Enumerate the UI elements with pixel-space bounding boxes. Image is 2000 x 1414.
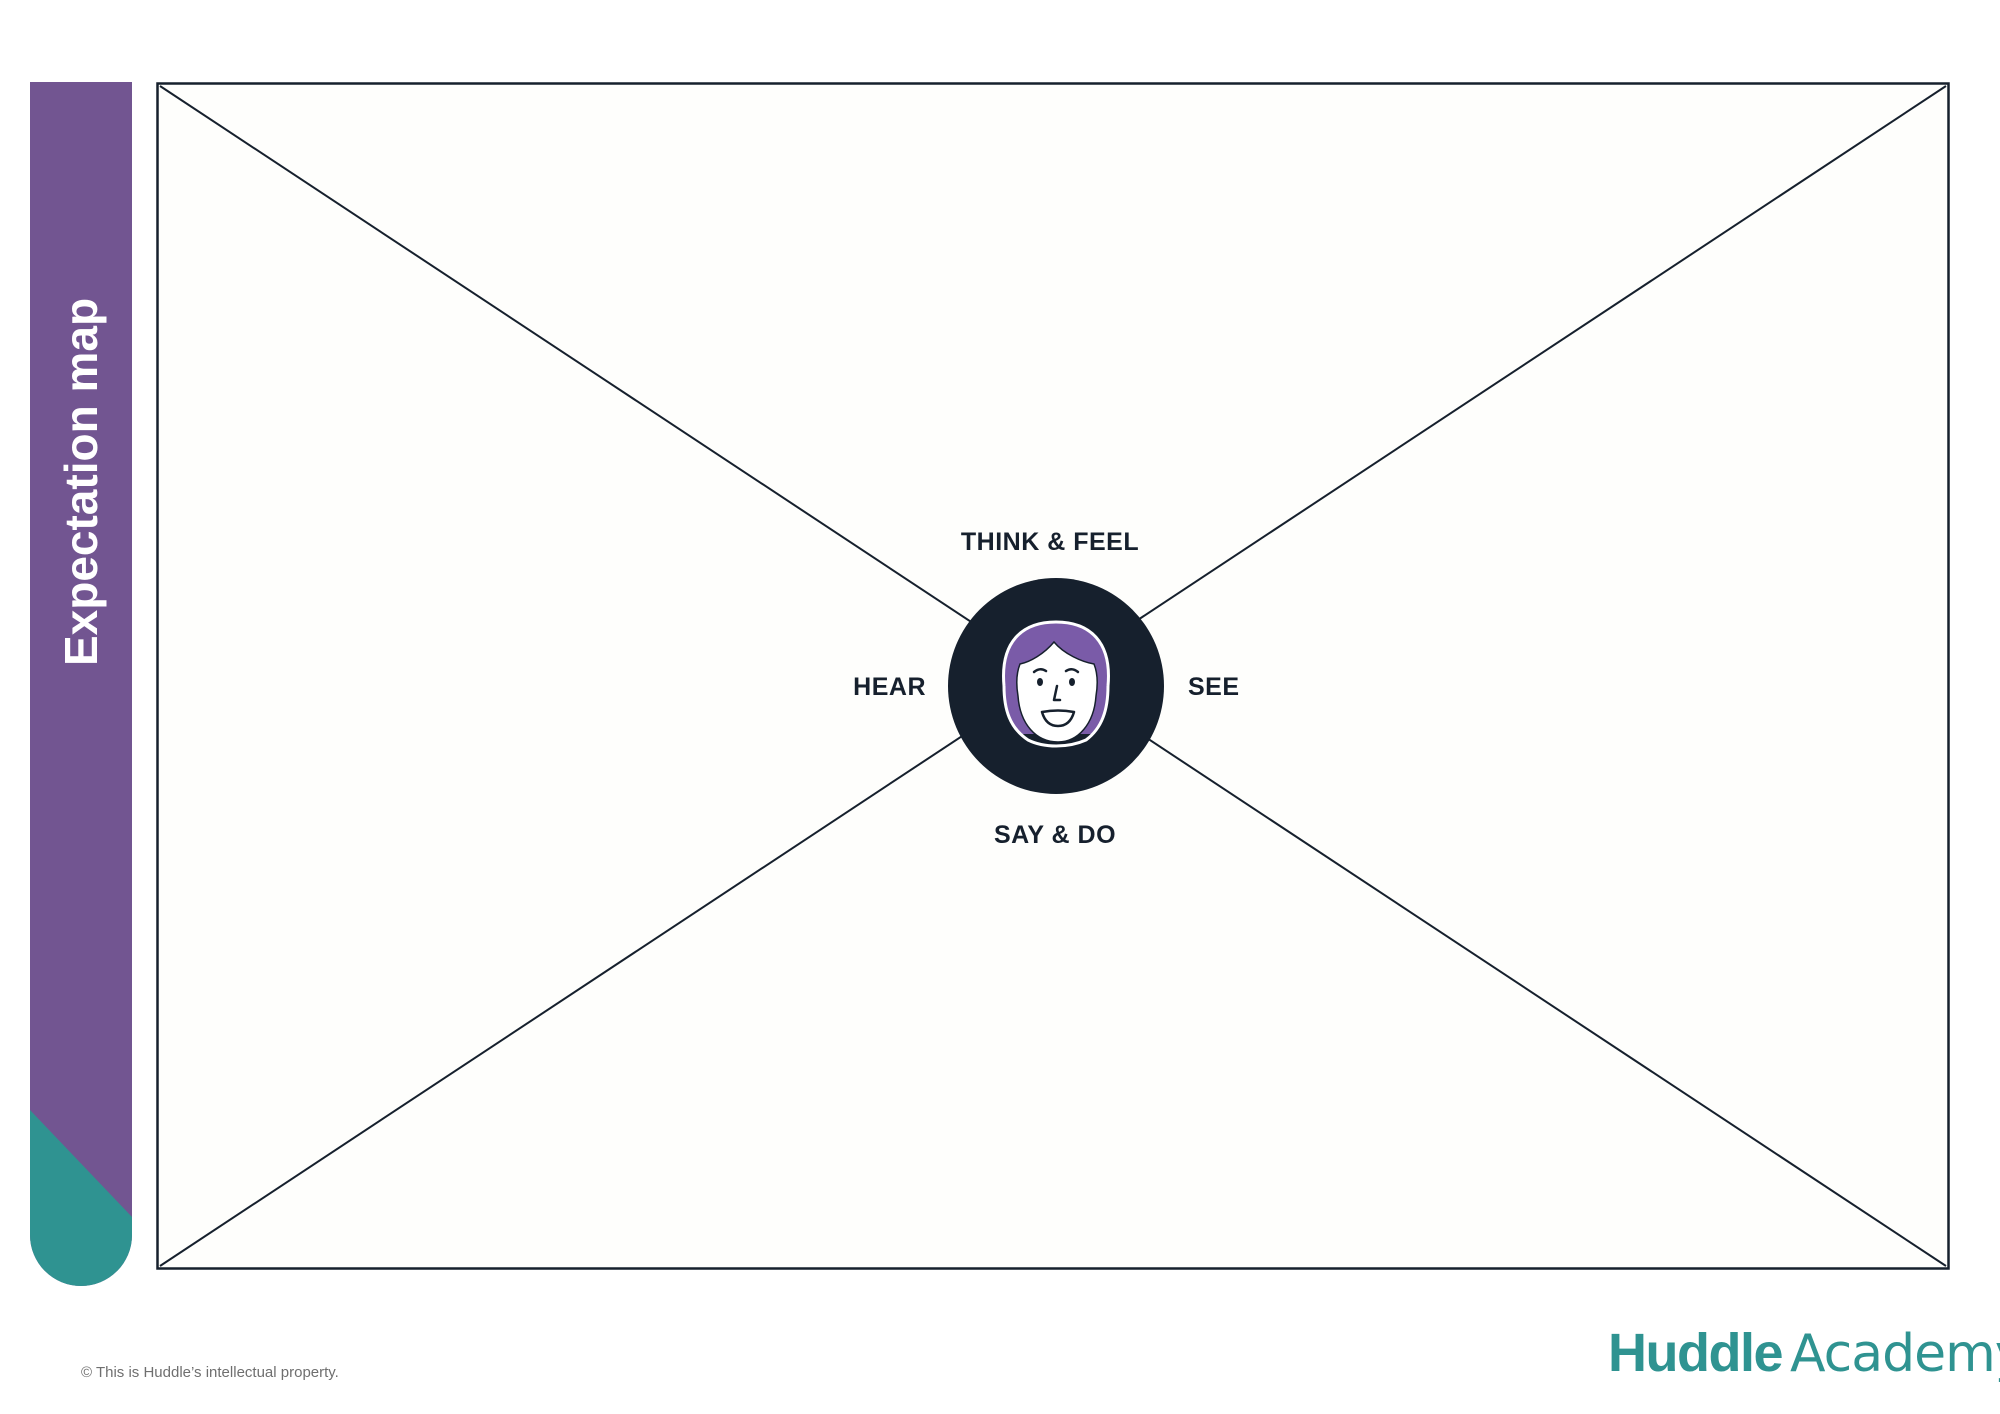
sidebar-accent-shape [30,1110,132,1286]
persona-badge [948,578,1164,794]
quadrant-label-say-do: SAY & DO [993,821,1117,849]
copyright-notice: © This is Huddle’s intellectual property… [81,1364,339,1381]
persona-face-icon [948,578,1164,794]
quadrant-label-think-feel: THINK & FEEL [960,528,1140,556]
sidebar-title: Expectation map [55,297,107,667]
brand-logo-light: Academy [1790,1324,2000,1384]
map-canvas [156,82,1950,1270]
map-frame [156,82,1950,1270]
sidebar-shape [30,82,132,1286]
brand-logo: HuddleAcademy [1608,1326,2000,1396]
quadrant-label-hear: HEAR [853,673,926,701]
sidebar-banner: Expectation map [30,82,132,1286]
quadrant-label-see: SEE [1188,673,1240,701]
brand-logo-strong: Huddle [1608,1323,1784,1383]
